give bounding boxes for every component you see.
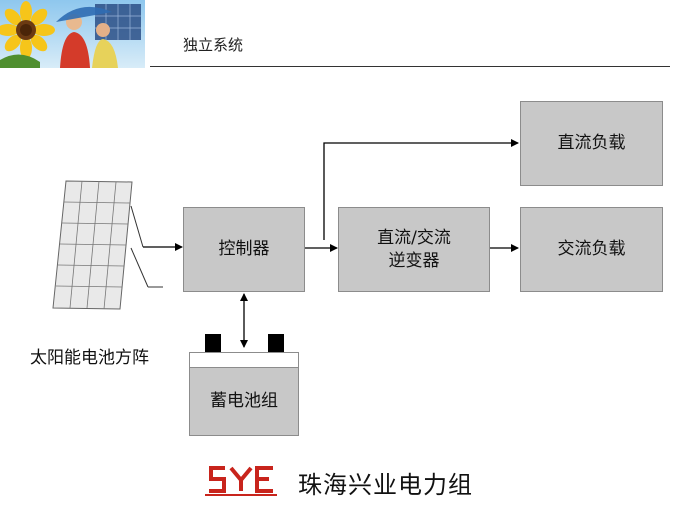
battery-terminal-right xyxy=(268,334,284,355)
solar-panel xyxy=(48,178,138,317)
inverter-box: 直流/交流 逆变器 xyxy=(338,207,490,292)
battery-terminal-left xyxy=(205,334,221,355)
header-photo xyxy=(0,0,145,68)
inverter-label-line2: 逆变器 xyxy=(388,250,440,271)
ac-load-label: 交流负载 xyxy=(557,239,626,260)
dc-load-label: 直流负载 xyxy=(557,133,626,154)
battery-box: 蓄电池组 xyxy=(189,367,299,436)
page-title: 独立系统 xyxy=(183,36,244,54)
company-name: 珠海兴业电力组 xyxy=(298,471,473,499)
arrow-controller-to-dc-load xyxy=(323,139,519,240)
ac-load-box: 交流负载 xyxy=(520,207,663,292)
company-logo xyxy=(205,463,279,501)
solar-array-label: 太阳能电池方阵 xyxy=(30,348,149,368)
battery-top xyxy=(189,352,299,368)
controller-box: 控制器 xyxy=(183,207,305,292)
panel-leader-top xyxy=(130,205,144,248)
header-divider xyxy=(150,66,670,67)
dc-load-box: 直流负载 xyxy=(520,101,663,186)
battery-label: 蓄电池组 xyxy=(210,391,278,412)
controller-label: 控制器 xyxy=(218,239,270,260)
inverter-label-line1: 直流/交流 xyxy=(377,227,451,248)
panel-leader-bottom xyxy=(130,247,149,288)
